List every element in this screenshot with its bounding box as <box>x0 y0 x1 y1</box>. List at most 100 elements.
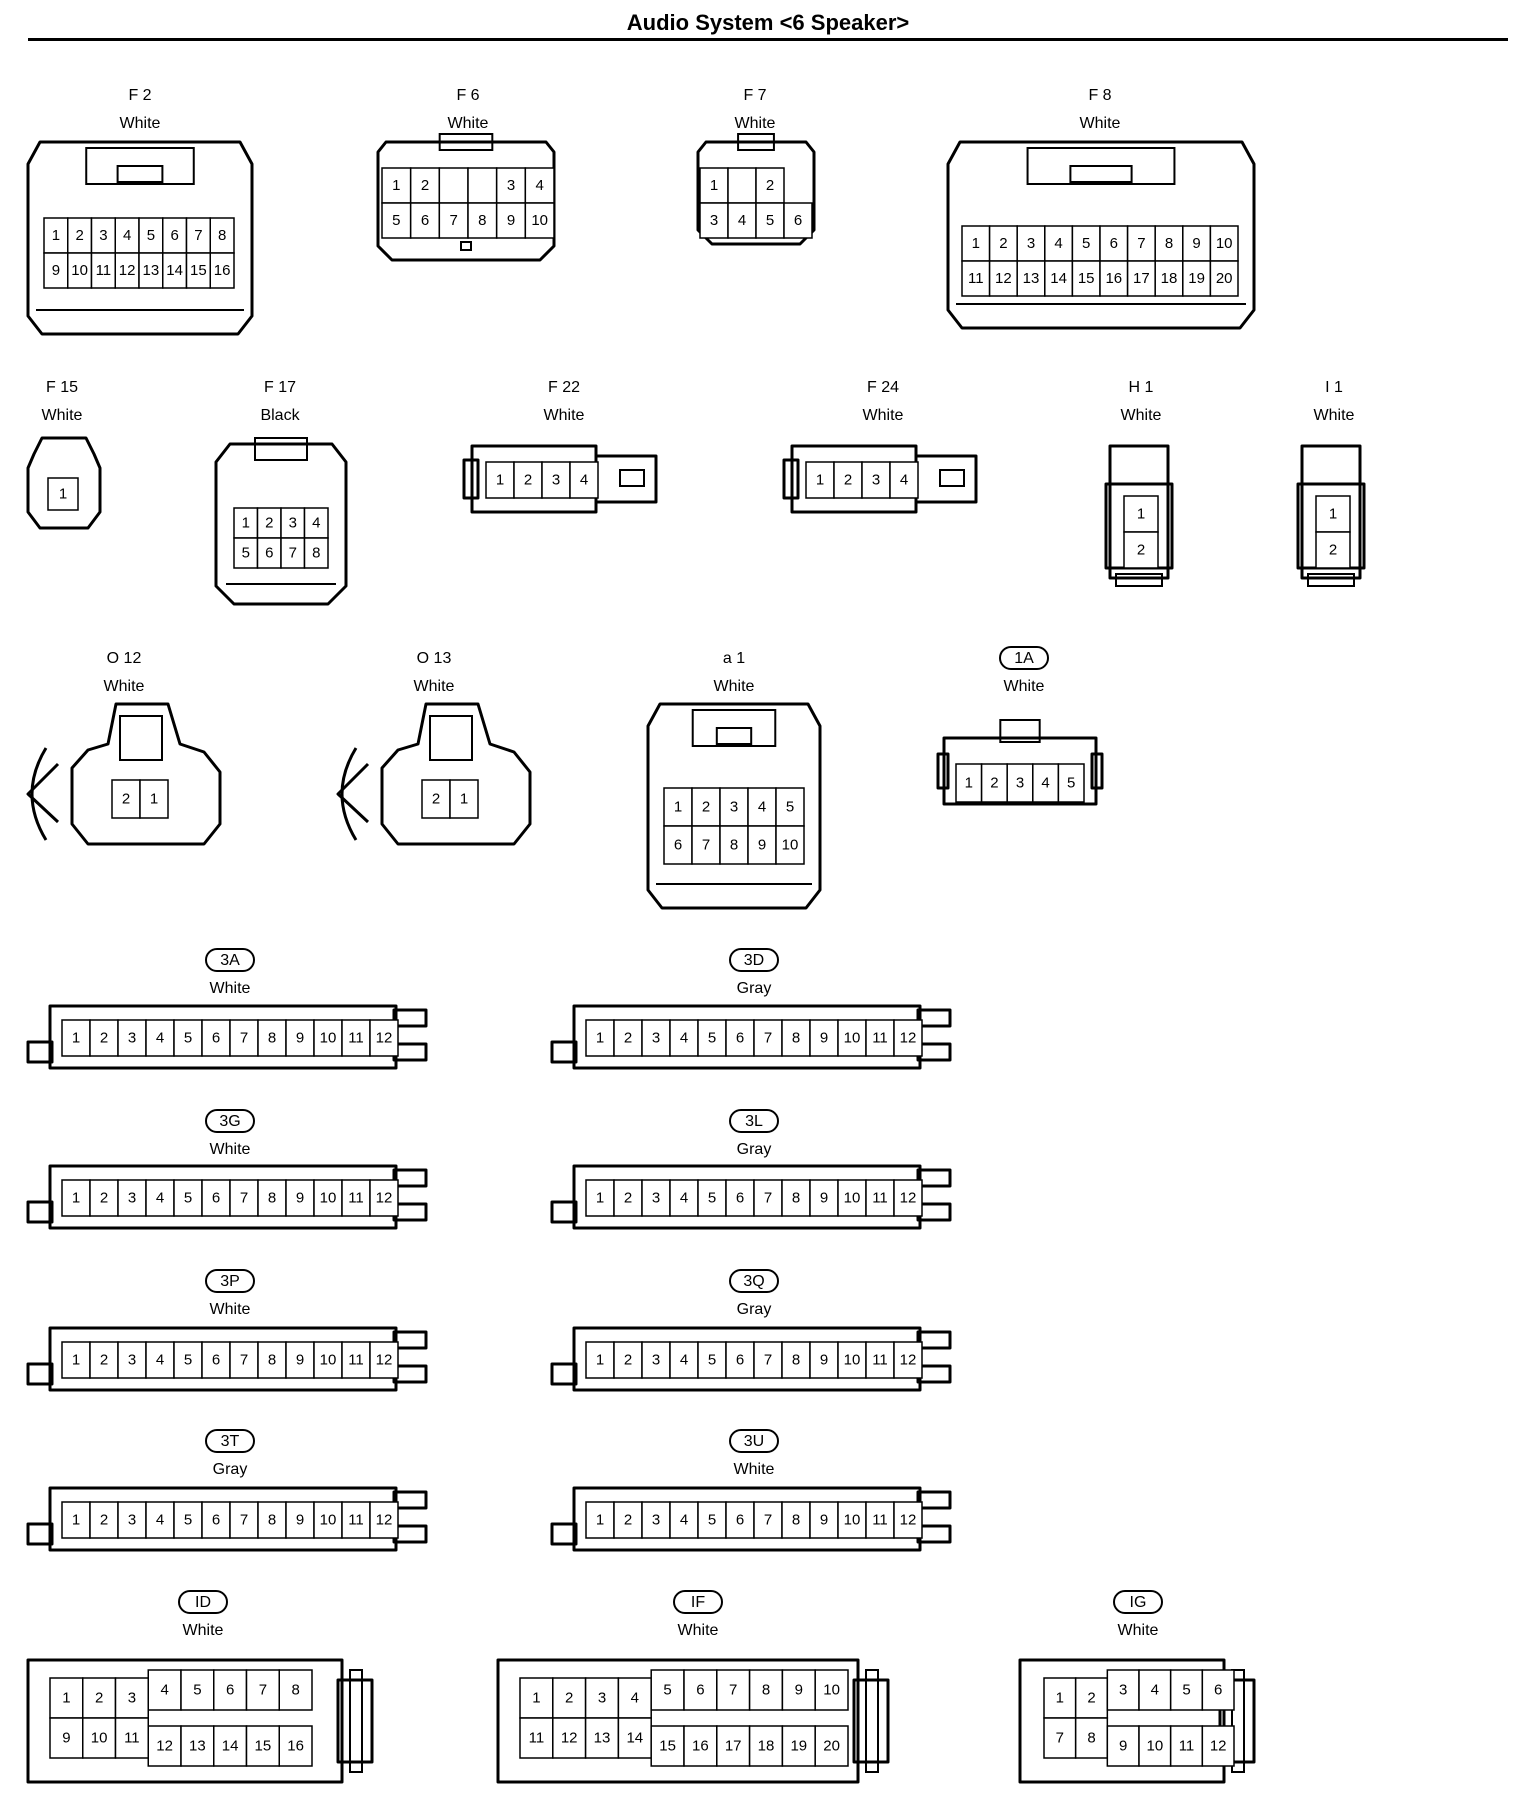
connector-color-label: White <box>210 980 251 997</box>
pin-label: 7 <box>764 1190 772 1207</box>
pin-label: 8 <box>312 545 320 562</box>
pin-label: 3 <box>652 1190 660 1207</box>
pin-label: 4 <box>631 1690 639 1707</box>
pin-label: 16 <box>1105 270 1122 287</box>
pin-cell <box>1169 1725 1204 1767</box>
pin-cell <box>814 1725 849 1767</box>
pin-label: 2 <box>421 177 429 194</box>
pin-label: 3 <box>99 227 107 244</box>
pin-cell <box>569 461 599 499</box>
connector-id-label: 3U <box>744 1433 764 1450</box>
pin-label: 8 <box>1087 1730 1095 1747</box>
pin-cell <box>613 1341 643 1379</box>
pin-label: 9 <box>296 1352 304 1369</box>
pin-label: 9 <box>52 262 60 279</box>
pin-label: 7 <box>764 1512 772 1529</box>
pin-cell <box>613 1501 643 1539</box>
pin-label: 2 <box>100 1190 108 1207</box>
pin-cell <box>1043 1677 1077 1719</box>
connector-id-oval <box>205 948 255 972</box>
connector-color-label: Gray <box>737 1141 772 1158</box>
pin-label: 8 <box>792 1512 800 1529</box>
pin-label: 1 <box>816 472 824 489</box>
pin-label: 7 <box>194 227 202 244</box>
pin-label: 6 <box>212 1190 220 1207</box>
pin-label: 14 <box>222 1738 239 1755</box>
pin-label: 2 <box>624 1512 632 1529</box>
pin-label: 4 <box>758 799 766 816</box>
connector-color-label: White <box>120 115 161 132</box>
pin-label: 2 <box>95 1690 103 1707</box>
pin-label: 8 <box>478 212 486 229</box>
pin-cell <box>147 1725 182 1767</box>
pin-label: 9 <box>296 1190 304 1207</box>
pin-cell <box>117 1179 147 1217</box>
pin-cell <box>893 1179 923 1217</box>
pin-label: 7 <box>1137 235 1145 252</box>
pin-label: 10 <box>91 1730 108 1747</box>
pin-cell <box>980 763 1008 803</box>
pin-label: 12 <box>561 1730 578 1747</box>
connector-id-label: 3D <box>744 952 764 969</box>
pin-label: 1 <box>596 1030 604 1047</box>
connector-housing <box>936 719 1104 806</box>
pin-label: 11 <box>872 1030 888 1047</box>
pin-cell <box>313 1179 343 1217</box>
pin-label: 17 <box>1133 270 1150 287</box>
pin-cell <box>1106 1669 1140 1711</box>
pin-cell <box>1123 495 1159 533</box>
pin-label: 3 <box>872 472 880 489</box>
pin-cell <box>747 825 777 865</box>
connector-id-oval <box>673 1590 723 1614</box>
pin-label: 16 <box>287 1738 304 1755</box>
pin-label: 12 <box>995 270 1012 287</box>
pin-cell <box>485 461 515 499</box>
pin-cell <box>524 202 555 239</box>
pin-label: 12 <box>119 262 136 279</box>
pin-label: 10 <box>844 1030 861 1047</box>
pin-cell <box>1074 1717 1109 1759</box>
pin-cell <box>449 779 479 819</box>
connector-housing <box>646 702 822 910</box>
pin-cell <box>833 461 863 499</box>
pin-cell <box>89 1341 119 1379</box>
pin-cell <box>495 202 527 239</box>
connector-id-oval <box>205 1109 255 1133</box>
pin-label: 15 <box>190 262 207 279</box>
pin-label: 1 <box>965 775 973 792</box>
pin-label: 5 <box>786 799 794 816</box>
pin-label: 1 <box>1329 506 1337 523</box>
pin-label: 6 <box>212 1512 220 1529</box>
pin-cell <box>173 1501 203 1539</box>
pin-label: 1 <box>496 472 504 489</box>
pin-label: 4 <box>156 1512 164 1529</box>
pin-cell <box>1315 531 1351 569</box>
pin-label: 15 <box>255 1738 272 1755</box>
pin-cell <box>209 252 235 289</box>
pin-cell <box>82 1677 117 1719</box>
pin-label: 18 <box>1161 270 1178 287</box>
pin-label: 12 <box>376 1352 393 1369</box>
connector-id-label: 3Q <box>743 1273 764 1290</box>
pin-label: 4 <box>156 1030 164 1047</box>
pin-cell <box>747 787 777 827</box>
connector-color-label: White <box>104 678 145 695</box>
connector-color-label: White <box>1004 678 1045 695</box>
connector-color-label: White <box>1314 407 1355 424</box>
pin-label: 7 <box>240 1352 248 1369</box>
pin-cell <box>809 1019 839 1057</box>
pin-cell <box>369 1179 399 1217</box>
title-rule <box>28 38 1508 41</box>
connector-color-label: White <box>210 1301 251 1318</box>
pin-label: 18 <box>758 1738 775 1755</box>
pin-label: 3 <box>598 1690 606 1707</box>
